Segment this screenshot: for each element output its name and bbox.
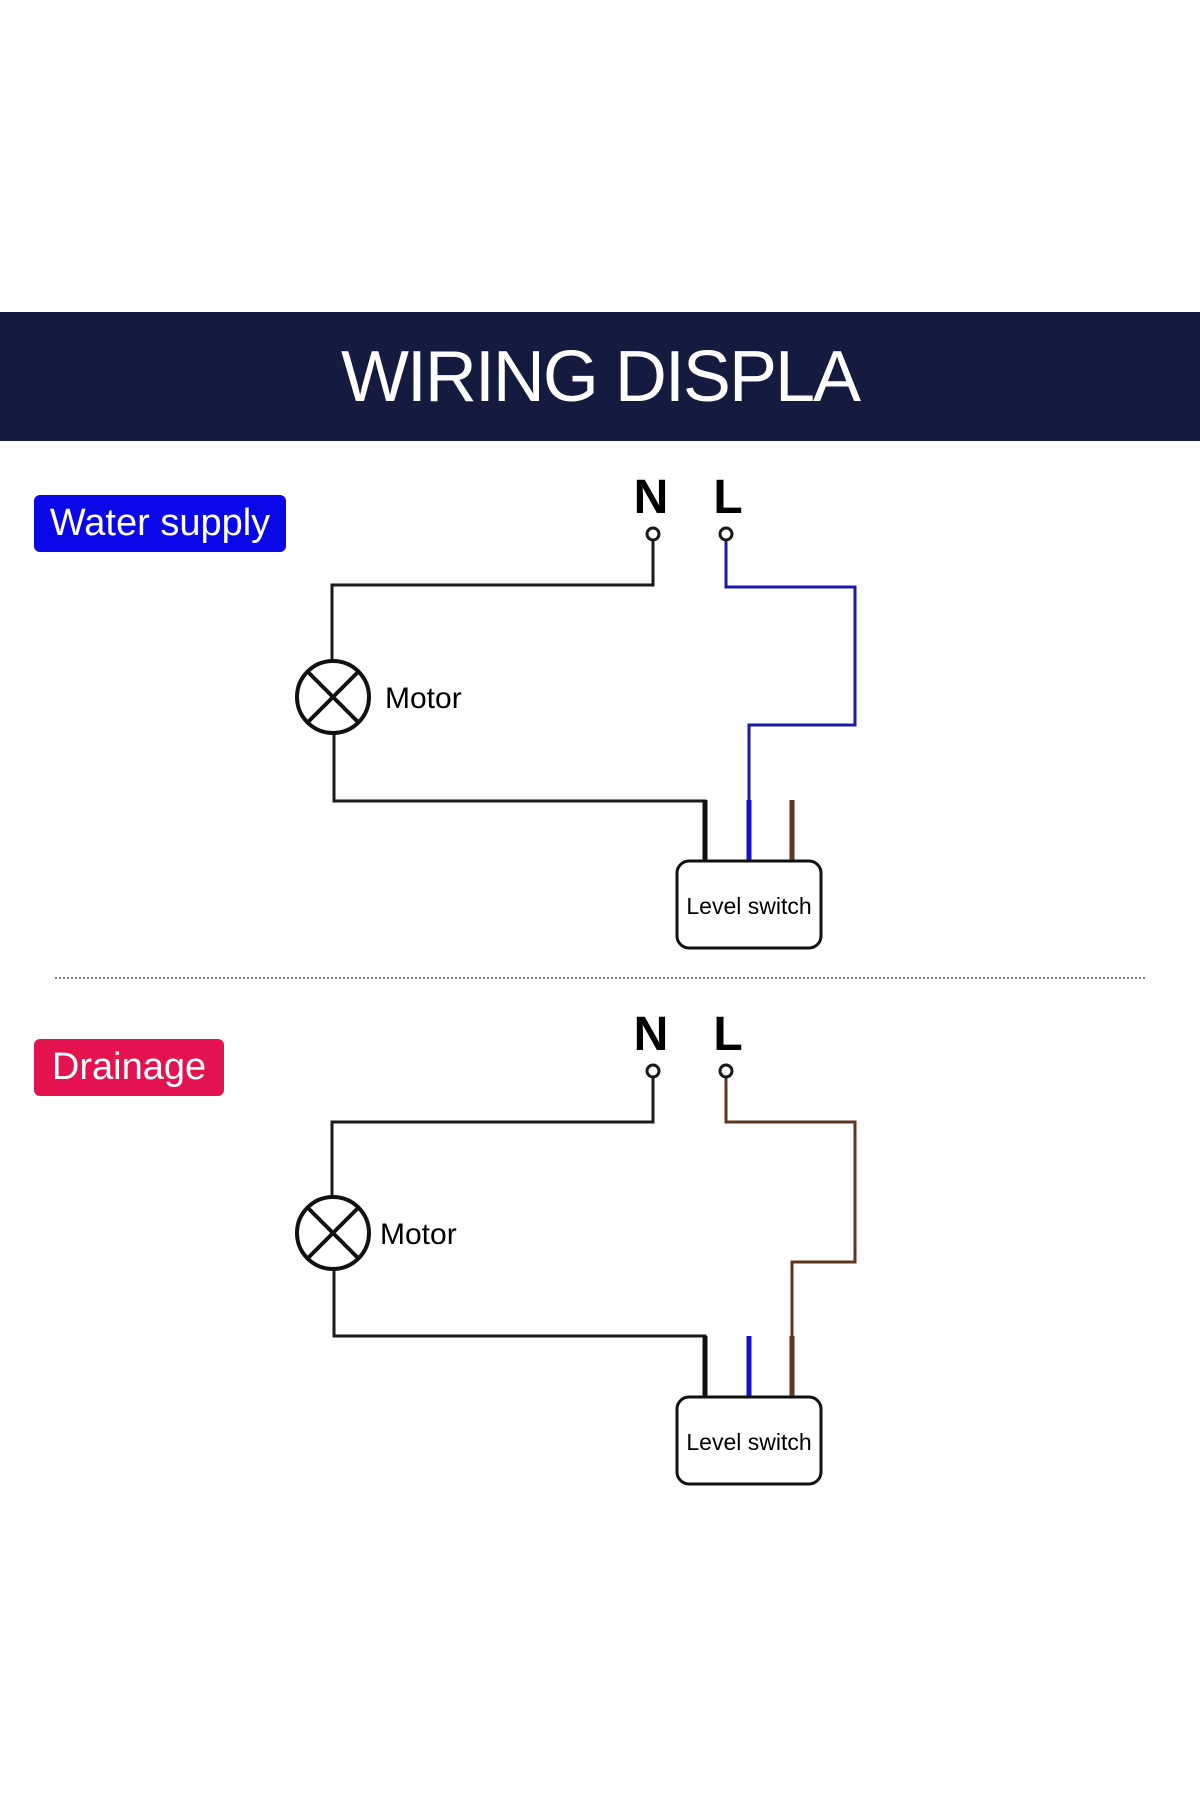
- drainage-tag: [34, 1039, 224, 1096]
- terminal-l: [718, 526, 734, 542]
- live-wire: [724, 540, 857, 860]
- terminal-l-label: L: [713, 471, 742, 524]
- level-switch-box: [675, 859, 823, 950]
- terminal-l: [718, 1063, 734, 1079]
- level-switch-label: Level switch: [686, 1429, 811, 1455]
- terminal-n-label: N: [634, 1008, 669, 1061]
- water-supply-tag-label: Water supply: [50, 502, 270, 544]
- terminal-n: [645, 1063, 661, 1079]
- motor-lamp-icon: [295, 1195, 371, 1271]
- motor-return-wire: [332, 733, 707, 860]
- title-banner: WIRING DISPLA: [0, 312, 1200, 441]
- motor-label: Motor: [380, 1218, 457, 1251]
- level-switch-label: Level switch: [686, 893, 811, 919]
- neutral-wire: [330, 540, 655, 660]
- terminal-n-label: N: [634, 471, 669, 524]
- water-supply-tag: [34, 495, 286, 552]
- page-title: WIRING DISPLA: [340, 336, 861, 417]
- motor-label: Motor: [385, 682, 462, 715]
- level-switch-box: [675, 1395, 823, 1486]
- drainage-tag-label: Drainage: [52, 1046, 206, 1088]
- terminal-n: [645, 526, 661, 542]
- live-wire: [724, 1077, 857, 1396]
- motor-return-wire: [332, 1270, 707, 1396]
- motor-lamp-icon: [295, 659, 371, 735]
- water-supply-section: Water supply N L Motor Level switch: [34, 471, 857, 950]
- neutral-wire: [330, 1077, 655, 1197]
- terminal-l-label: L: [713, 1008, 742, 1061]
- drainage-section: Drainage N L Motor Level switch: [34, 1008, 857, 1486]
